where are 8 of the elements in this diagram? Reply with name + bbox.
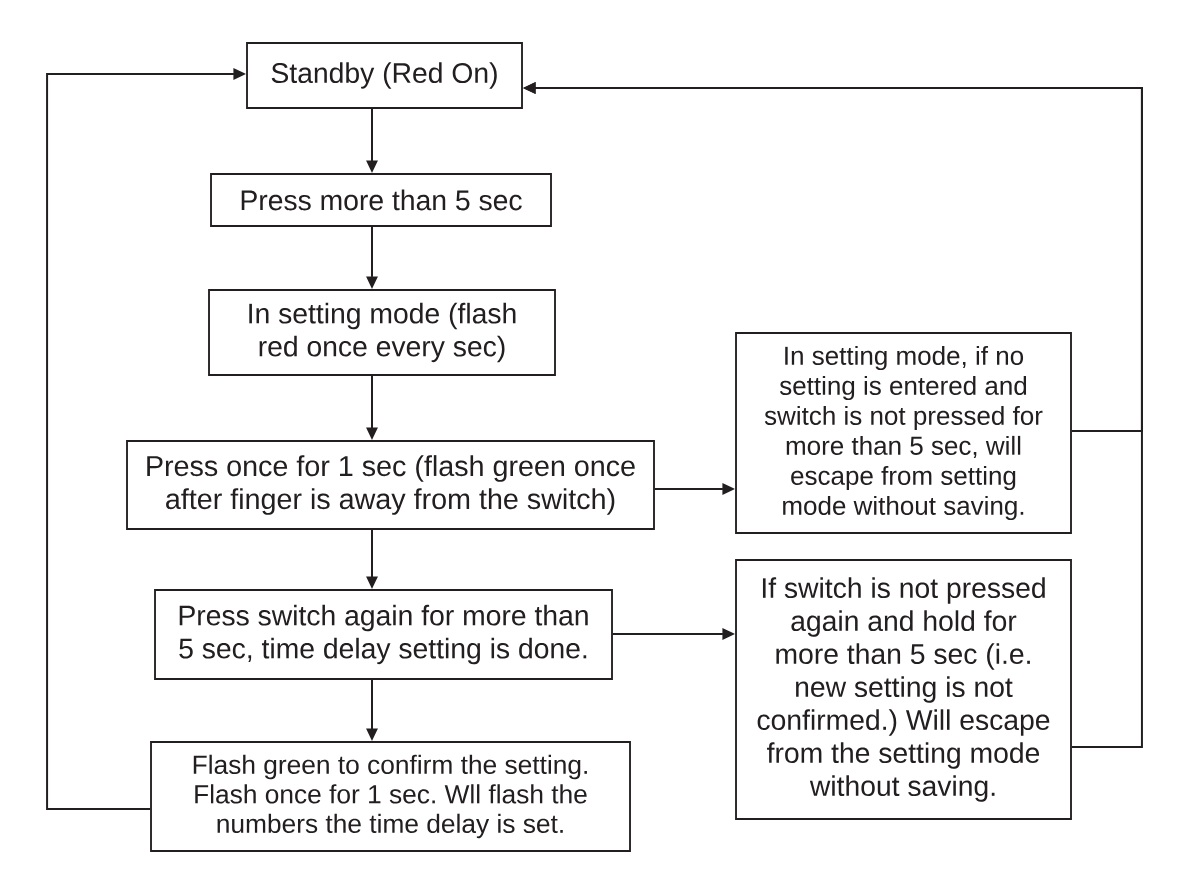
process-box: Press once for 1 sec (flash green once after finger is away from the switch) bbox=[126, 440, 655, 530]
process-box: In setting mode (flash red once every sec) bbox=[208, 289, 556, 376]
process-box: If switch is not pressed again and hold for more than 5 sec (i.e. new setting is not confirmed.) Will escape from the setting mode without saving. bbox=[735, 559, 1072, 820]
process-box: Standby (Red On) bbox=[246, 42, 523, 109]
process-box: Press more than 5 sec bbox=[210, 173, 552, 227]
process-box: In setting mode, if no setting is entered and switch is not pressed for more than 5 sec, will escape from setting mode without saving. bbox=[735, 332, 1072, 534]
process-box: Flash green to confirm the setting. Flash once for 1 sec. Wll flash the numbers the time delay is set. bbox=[150, 741, 631, 852]
process-box: Press switch again for more than 5 sec, time delay setting is done. bbox=[154, 589, 613, 680]
